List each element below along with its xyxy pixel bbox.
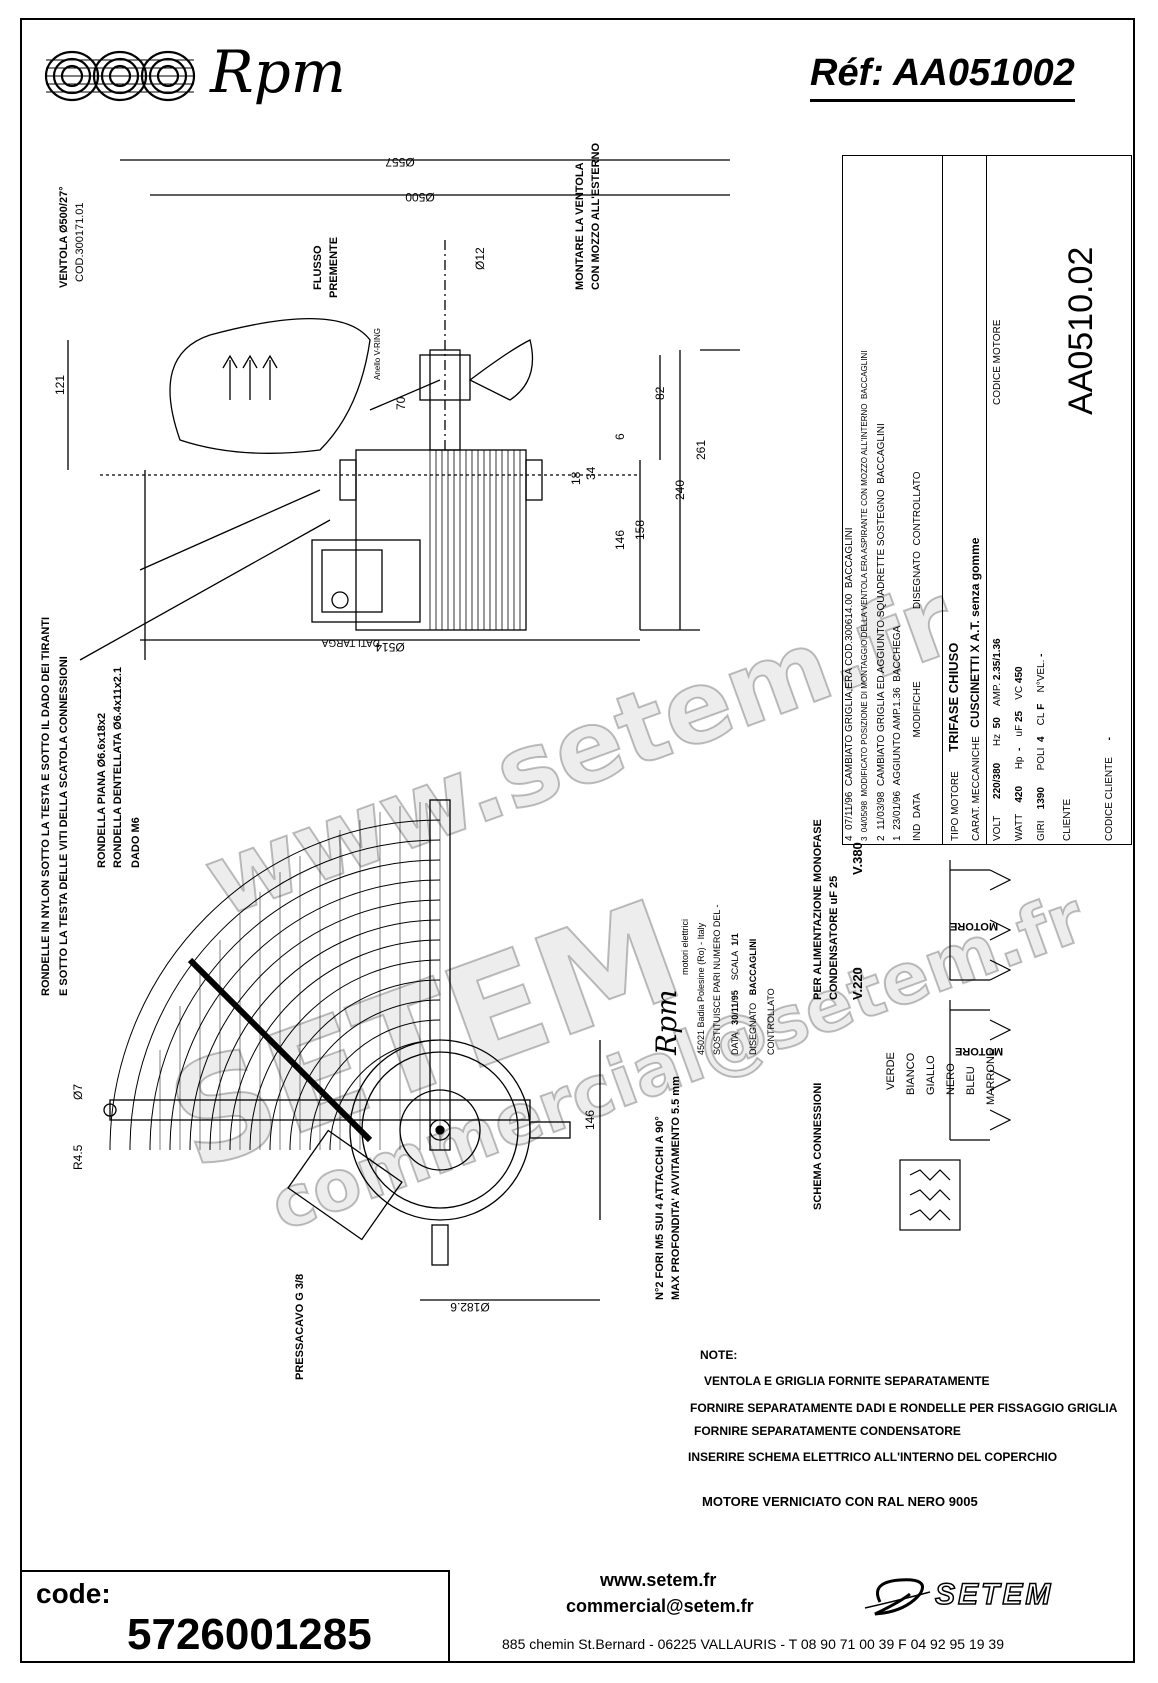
plate-label: DATI TARGA (321, 637, 380, 648)
paint-note: MOTORE VERNICIATO CON RAL NERO 9005 (702, 1494, 978, 1509)
dim-70: 70 (394, 396, 408, 410)
grille-arcs (109, 819, 441, 1151)
terminal-box (311, 539, 421, 623)
setem-logo-icon (864, 1578, 931, 1616)
dim-240: 240 (673, 480, 687, 500)
note-1: VENTOLA E GRIGLIA FORNITE SEPARATAMENTE (704, 1374, 990, 1388)
washer-2: RONDELLA DENTELLATA Ø6.4x11x2.1 (112, 666, 124, 868)
dim-500: Ø500 (405, 190, 435, 204)
footer-email[interactable]: commercial@setem.fr (566, 1596, 754, 1616)
fan-label: VENTOLA Ø500/27° (58, 186, 70, 288)
nut-label: DADO M6 (130, 817, 142, 868)
dim-514: Ø514 (375, 640, 405, 654)
codice-motore-label: CODICE MOTORE (992, 319, 1003, 405)
note-4: INSERIRE SCHEMA ELETTRICO ALL'INTERNO DE… (688, 1450, 1058, 1464)
dim-12: Ø12 (473, 247, 487, 270)
title-block: 4 07/11/96 CAMBIATO GRIGLIA,ERA COD.3006… (842, 155, 1132, 845)
flow-label-1: FLUSSO (312, 245, 324, 290)
nylon-note-2: E SOTTO LA TESTA DELLE VITI DELLA SCATOL… (58, 656, 70, 996)
dim-121: 121 (53, 375, 67, 395)
wire-bianco: BIANCO (905, 1052, 917, 1095)
mount-label-2: CON MOZZO ALL'ESTERNO (590, 142, 602, 290)
washer-1: RONDELLA PIANA Ø6.6x18x2 (96, 712, 108, 868)
drawing-frame (20, 18, 1135, 1663)
wire-giallo: GIALLO (925, 1055, 937, 1095)
note-2: FORNIRE SEPARATAMENTE DADI E RONDELLE PE… (690, 1401, 1118, 1415)
code-label: code: (36, 1578, 111, 1609)
dim-r45: R4.5 (71, 1144, 85, 1170)
technical-drawing: Ø557 Ø500 Ø514 Ø182.6 121 261 240 158 14… (53, 155, 740, 1314)
dim-6: 6 (613, 433, 627, 440)
wire-verde: VERDE (885, 1052, 897, 1090)
dim-261: 261 (694, 440, 708, 460)
giri-row: GIRI 1390 POLI 4 CL F N°VEL. - (1036, 653, 1047, 842)
dim-158: 158 (633, 520, 647, 540)
carat-meccaniche: CARAT. MECCANICHE CUSCINETTI X A.T. senz… (968, 537, 982, 841)
dim-7: Ø7 (71, 1084, 85, 1100)
note-3: FORNIRE SEPARATAMENTE CONDENSATORE (694, 1424, 961, 1438)
rpm-sub: motori elettrici (680, 918, 690, 975)
watt-row: WATT 420 Hp - uF 25 VC 450 (1014, 666, 1025, 841)
fan-code: COD.300171.01 (74, 202, 86, 283)
fan-blade (169, 318, 371, 454)
wiring-diagram (899, 860, 1012, 1231)
dim-18: 18 (569, 471, 583, 485)
dim-82: 82 (653, 386, 667, 400)
notes-title: NOTE: (700, 1348, 738, 1362)
holes-note-2: MAX PROFONDITA' AVVITAMENTO 5.5 mm (670, 1076, 682, 1300)
flow-label-2: PREMENTE (328, 236, 340, 298)
pressacavo-label: PRESSACAVO G 3/8 (294, 1273, 306, 1380)
code-value: 5726001285 (127, 1610, 372, 1659)
dim-182: Ø182.6 (450, 1300, 490, 1314)
setem-logo-text: SETEM (934, 1577, 1054, 1612)
holes-note-1: N°2 FORI M5 SUI 4 ATTACCHI A 90° (654, 1116, 666, 1300)
footer-website[interactable]: www.setem.fr (600, 1570, 717, 1590)
brand-name: Rpm (210, 38, 346, 106)
wire-nero: NERO (945, 1063, 957, 1095)
wire-bleu: BLEU (965, 1066, 977, 1095)
dim-557: Ø557 (385, 155, 415, 169)
nylon-note-1: RONDELLE IN NYLON SOTTO LA TESTA E SOTTO… (40, 616, 52, 996)
ring-label: Anello V-RING (373, 328, 382, 380)
dim-146b: 146 (583, 1110, 597, 1130)
reference-number: Réf: AA051002 (810, 52, 1075, 102)
schema-label: SCHEMA CONNESSIONI (812, 1082, 824, 1210)
code-box: code: 5726001285 (20, 1570, 450, 1663)
rpm-logo-icon (44, 50, 196, 102)
wire-marrone: MARRONE (985, 1048, 997, 1105)
codice-cliente: CODICE CLIENTE - (1104, 737, 1115, 841)
cliente-label: CLIENTE (1062, 798, 1073, 841)
mount-label-1: MONTARE LA VENTOLA (574, 162, 586, 290)
dim-146: 146 (613, 530, 627, 550)
dim-34: 34 (584, 466, 598, 480)
codice-motore-value: AA0510.02 (1062, 246, 1100, 415)
v380-label: V.380 (850, 842, 865, 875)
footer-address: 885 chemin St.Bernard - 06225 VALLAURIS … (502, 1636, 1004, 1652)
volt-row: VOLT 220/380 Hz 50 AMP. 2.35/1.36 (992, 638, 1003, 841)
